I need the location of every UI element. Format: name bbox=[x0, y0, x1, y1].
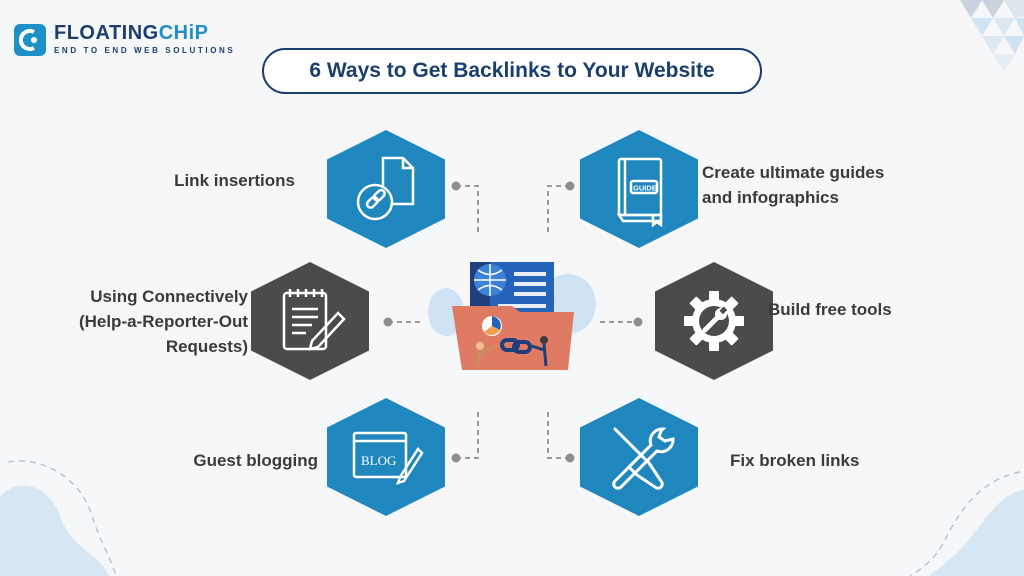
brand-tagline: END TO END WEB SOLUTIONS bbox=[54, 46, 236, 55]
svg-text:GUIDE: GUIDE bbox=[633, 184, 657, 193]
label-guides: Create ultimate guides and infographics bbox=[702, 163, 885, 207]
hex-broken-links bbox=[580, 398, 698, 516]
page-title: 6 Ways to Get Backlinks to Your Website bbox=[309, 59, 715, 82]
connector-guides bbox=[547, 185, 570, 232]
connector-link-insertions bbox=[456, 185, 479, 232]
brand-name: FLOATINGCHiP bbox=[54, 22, 209, 44]
label-link-insertions: Link insertions bbox=[174, 171, 295, 190]
svg-text:BLOG: BLOG bbox=[361, 453, 396, 468]
hex-link-insertions bbox=[327, 130, 445, 248]
backlinks-folder-icon bbox=[428, 262, 596, 370]
notepad-pen-icon bbox=[282, 289, 346, 351]
gear-wrench-icon bbox=[684, 291, 744, 351]
logo-mark-icon bbox=[14, 24, 46, 56]
guide-book-icon: GUIDE bbox=[616, 157, 663, 227]
hex-guides: GUIDE bbox=[580, 130, 698, 248]
label-broken-links: Fix broken links bbox=[730, 451, 860, 470]
connector-guest-blogging bbox=[456, 412, 479, 459]
bottom-right-blob-decoration bbox=[909, 471, 1024, 576]
label-guest-blogging: Guest blogging bbox=[193, 451, 318, 470]
title-banner: 6 Ways to Get Backlinks to Your Website bbox=[262, 48, 762, 94]
label-connectively: Using Connectively (Help-a-Reporter-Out … bbox=[78, 287, 248, 356]
screwdriver-wrench-icon bbox=[612, 427, 675, 490]
connector-broken-links bbox=[547, 412, 570, 459]
label-free-tools: Build free tools bbox=[768, 300, 892, 319]
chain-document-icon bbox=[356, 156, 415, 221]
blog-window-icon: BLOG bbox=[352, 431, 424, 485]
brand-logo: FLOATINGCHiP END TO END WEB SOLUTIONS bbox=[14, 22, 254, 64]
bottom-left-blob-decoration bbox=[0, 460, 117, 576]
hex-free-tools bbox=[655, 262, 773, 380]
top-right-triangles-decoration bbox=[960, 0, 1024, 72]
